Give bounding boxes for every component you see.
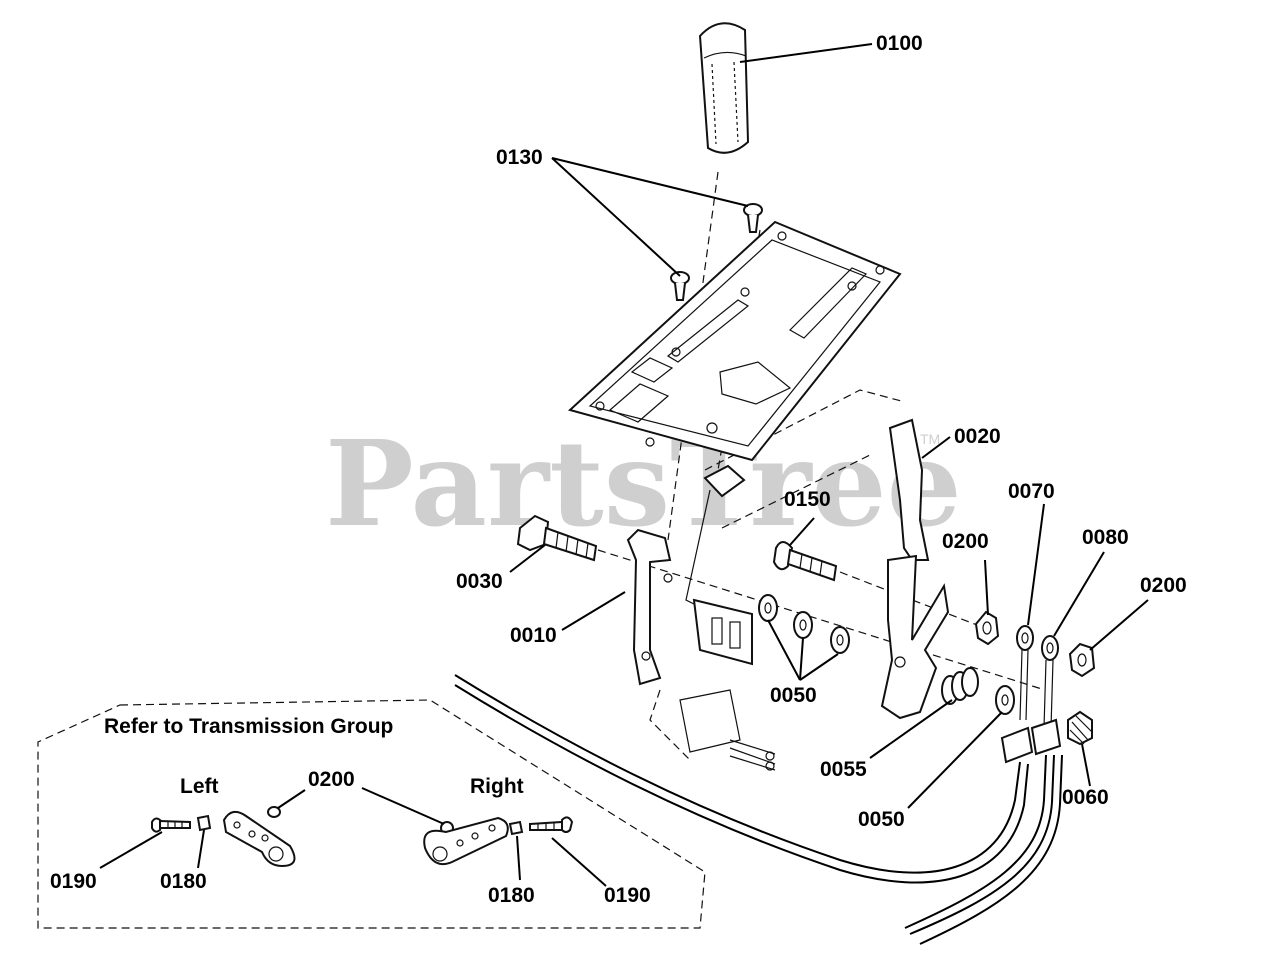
- callout-0055: 0055: [820, 758, 867, 781]
- shift-lever: [880, 418, 950, 720]
- nut-0200-b: [1068, 642, 1096, 678]
- watermark: PartsTree TM: [325, 414, 962, 553]
- inset-left-label: Left: [180, 775, 219, 798]
- callout-0180-left: 0180: [160, 870, 207, 893]
- callout-0200-inset: 0200: [308, 768, 355, 791]
- callout-0080: 0080: [1082, 526, 1129, 549]
- callout-0190-right: 0190: [604, 884, 651, 907]
- nut-0200-a: [974, 610, 1000, 646]
- inset-right-label: Right: [470, 775, 524, 798]
- callout-labels: 0100 0130 0020 0150 0070 0080 0200 0200 …: [50, 32, 1187, 907]
- rod-end-0070: [1016, 625, 1034, 721]
- callout-0150: 0150: [784, 488, 831, 511]
- cable-clips: [1000, 718, 1062, 764]
- callout-0100: 0100: [876, 32, 923, 55]
- screw-left: [670, 271, 690, 301]
- transmission-linkage: [679, 689, 776, 771]
- bolt-0150: [772, 541, 838, 582]
- inset-labels: Refer to Transmission Group Left Right: [104, 715, 524, 798]
- cables: [454, 674, 1063, 945]
- callout-0190-left: 0190: [50, 870, 97, 893]
- callout-0200-lever: 0200: [942, 530, 989, 553]
- washers-0050: [758, 594, 1015, 715]
- callout-0020: 0020: [954, 425, 1001, 448]
- inset-right-linkage: [423, 816, 574, 866]
- inset-boundary: [37, 699, 706, 929]
- callout-0050-washers: 0050: [770, 684, 817, 707]
- console-plate: [567, 220, 902, 462]
- inset-left-linkage: [151, 806, 296, 868]
- callout-0070: 0070: [1008, 480, 1055, 503]
- callout-0010: 0010: [510, 624, 557, 647]
- callout-0200-rod: 0200: [1140, 574, 1187, 597]
- callout-0030: 0030: [456, 570, 503, 593]
- watermark-text: PartsTree: [325, 414, 962, 553]
- nut-0060: [1067, 710, 1093, 746]
- watermark-trademark: TM: [920, 431, 940, 447]
- callout-0130: 0130: [496, 146, 543, 169]
- callout-0050-lower: 0050: [858, 808, 905, 831]
- handle-grip: [698, 22, 750, 154]
- mounting-bracket: [626, 464, 753, 686]
- inset-heading: Refer to Transmission Group: [104, 715, 393, 738]
- spring-0055: [941, 667, 979, 705]
- callout-0180-right: 0180: [488, 884, 535, 907]
- screw-right: [743, 203, 763, 233]
- rod-end-0080: [1041, 635, 1059, 729]
- leader-lines: [99, 43, 1149, 887]
- bolt-0030: [516, 514, 598, 562]
- callout-0060: 0060: [1062, 786, 1109, 809]
